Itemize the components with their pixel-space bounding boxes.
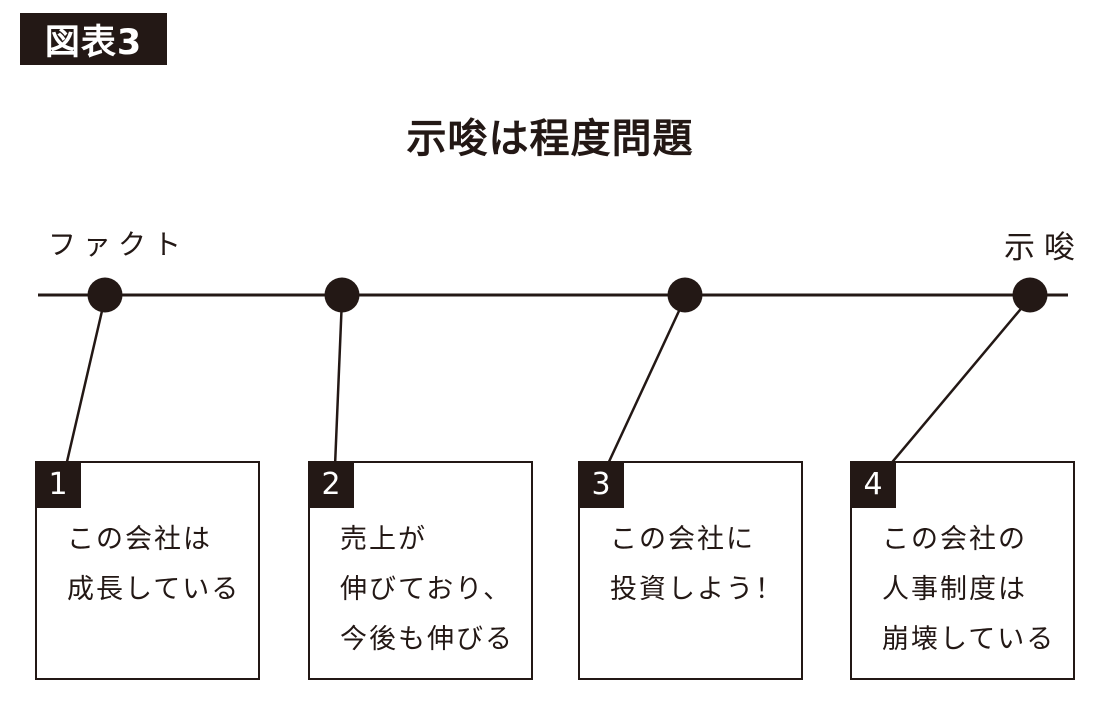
card-text-line: 投資しよう！ <box>610 574 784 605</box>
connector-line-1 <box>64 297 107 467</box>
implication-card-4: 4 この会社の 人事制度は 崩壊している <box>850 461 1075 680</box>
timeline-dot-3 <box>667 277 703 313</box>
connector-line-4 <box>888 297 1031 467</box>
card-text-3: この会社に 投資しよう！ <box>580 463 801 615</box>
fact-card-1: 1 この会社は 成長している <box>35 461 260 680</box>
figure-number-badge: 図表3 <box>20 13 167 65</box>
card-text-line: 売上が <box>340 524 427 555</box>
card-number-badge-3: 3 <box>578 461 624 508</box>
card-text-line: 今後も伸びる <box>340 624 514 655</box>
card-text-line: 人事制度は <box>882 574 1027 605</box>
fact-axis-label: ファクト <box>48 228 189 261</box>
card-number-badge-4: 4 <box>850 461 896 508</box>
card-text-line: 伸びており、 <box>340 574 513 605</box>
implication-axis-label: 示唆 <box>1004 230 1084 266</box>
timeline-dot-1 <box>87 277 123 313</box>
card-text-line: 成長している <box>67 574 241 605</box>
fact-card-2: 2 売上が 伸びており、 今後も伸びる <box>308 461 533 680</box>
card-text-line: 崩壊している <box>882 624 1056 655</box>
card-text-line: この会社に <box>610 524 755 555</box>
card-text-1: この会社は 成長している <box>37 463 258 615</box>
card-text-line: この会社の <box>882 524 1027 555</box>
card-number-badge-1: 1 <box>35 461 81 508</box>
card-number-badge-2: 2 <box>308 461 354 508</box>
connector-line-2 <box>333 297 344 467</box>
card-text-line: この会社は <box>67 524 212 555</box>
connector-line-3 <box>605 297 687 467</box>
diagram-title: 示唆は程度問題 <box>406 116 694 162</box>
card-text-2: 売上が 伸びており、 今後も伸びる <box>310 463 531 665</box>
timeline-dot-2 <box>324 277 360 313</box>
timeline-dot-4 <box>1012 277 1048 313</box>
implication-card-3: 3 この会社に 投資しよう！ <box>578 461 803 680</box>
card-text-4: この会社の 人事制度は 崩壊している <box>852 463 1073 665</box>
